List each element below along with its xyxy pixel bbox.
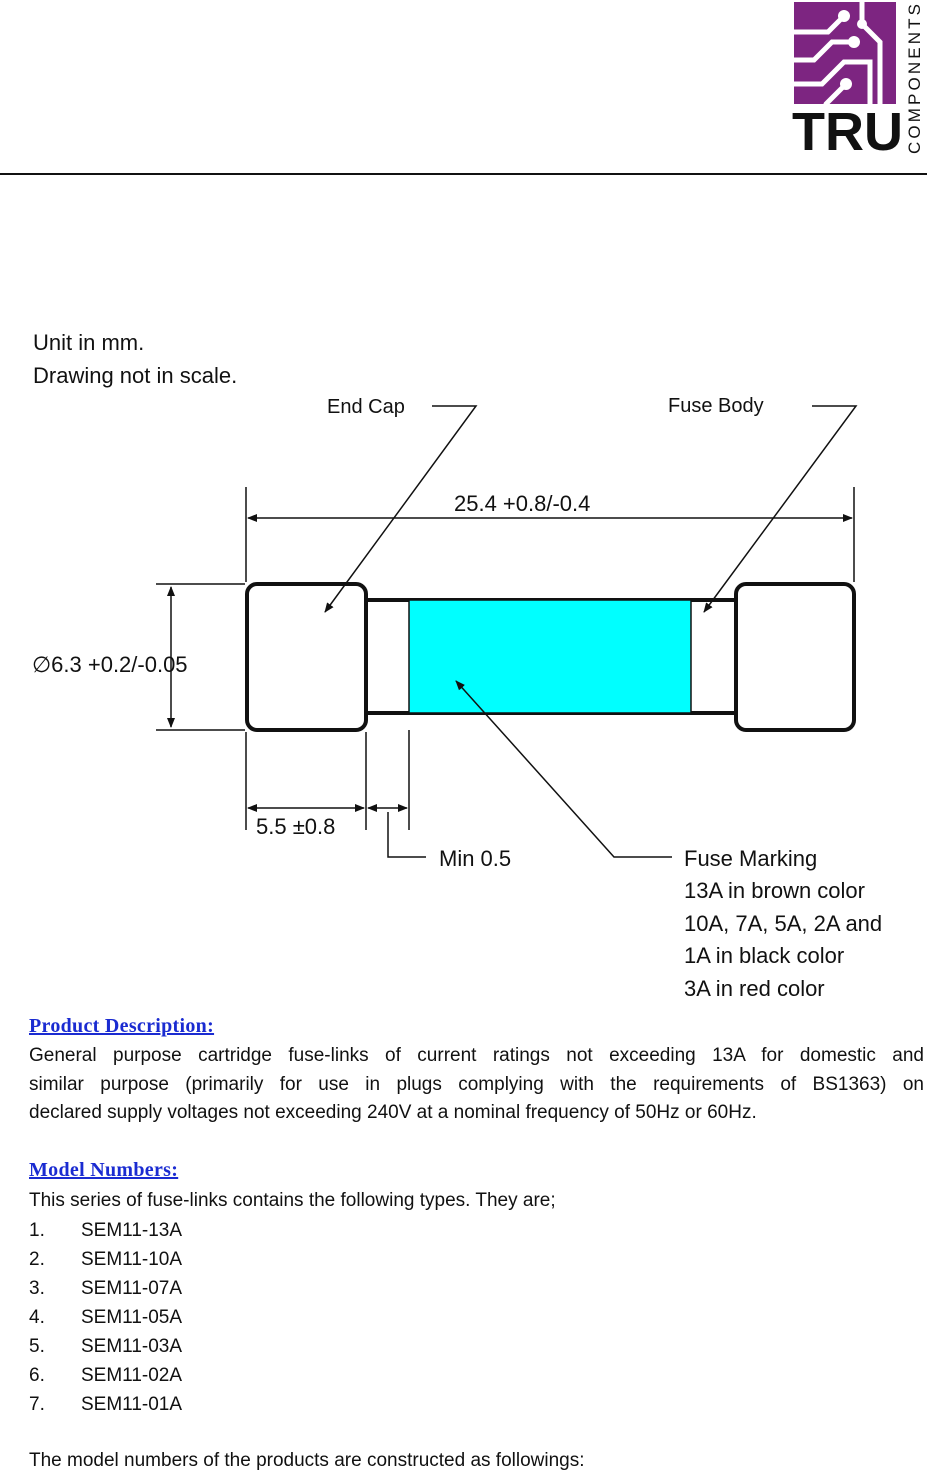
- fuse-body-leader: [703, 405, 858, 613]
- logo-text: TRU: [792, 102, 903, 154]
- list-item-model: SEM11-05A: [81, 1307, 183, 1328]
- marking-line: 13A in brown color: [684, 878, 865, 903]
- product-description-title: Product Description:: [29, 1015, 215, 1037]
- dim-min-label: Min 0.5: [439, 846, 511, 871]
- list-item: 4. SEM11-05A: [29, 1303, 182, 1332]
- list-item: 1. SEM11-13A: [29, 1216, 182, 1245]
- list-item: 2. SEM11-10A: [29, 1245, 182, 1274]
- list-item-number: 4.: [29, 1307, 45, 1328]
- list-item-number: 7.: [29, 1394, 45, 1415]
- fuse-dimension-drawing: Unit in mm. Drawing not in scale. End Ca…: [32, 330, 882, 1001]
- label-fuse-body: Fuse Body: [668, 395, 764, 417]
- tru-components-logo: TRU COMPONENTS: [791, 0, 924, 162]
- end-cap-left: [245, 582, 368, 732]
- list-item: 5. SEM11-03A: [29, 1332, 182, 1361]
- extension-lines: [156, 487, 855, 830]
- list-item: 3. SEM11-07A: [29, 1274, 182, 1303]
- model-numbers-title: Model Numbers:: [29, 1159, 179, 1181]
- description-line: similar purpose (primarily for use in pl…: [29, 1073, 924, 1095]
- fuse-marking-leader: [455, 680, 672, 858]
- end-cap-leader: [324, 405, 478, 613]
- note-unit: Unit in mm.: [33, 330, 144, 355]
- list-item-number: 6.: [29, 1365, 45, 1386]
- header-rule: [0, 173, 927, 175]
- list-item: 7. SEM11-01A: [29, 1390, 182, 1419]
- list-item-model: SEM11-07A: [81, 1278, 183, 1299]
- logo-side-text: COMPONENTS: [905, 4, 924, 154]
- model-numbers-intro: This series of fuse-links contains the f…: [29, 1190, 556, 1211]
- list-item-number: 1.: [29, 1220, 45, 1241]
- list-item-number: 2.: [29, 1249, 45, 1270]
- note-scale: Drawing not in scale.: [33, 363, 237, 388]
- min-leader: [387, 812, 426, 858]
- model-numbers-closing: The model numbers of the products are co…: [29, 1450, 585, 1471]
- list-item-model: SEM11-13A: [81, 1220, 183, 1241]
- circuit-icon: [791, 0, 883, 107]
- marking-line: 1A in black color: [684, 943, 844, 968]
- marking-line: Fuse Marking: [684, 846, 817, 871]
- dim-length-label: 25.4 +0.8/-0.4: [454, 491, 590, 516]
- dim-cap-label: 5.5 ±0.8: [256, 814, 335, 839]
- list-item-model: SEM11-03A: [81, 1336, 183, 1357]
- end-cap-right: [734, 582, 856, 732]
- list-item-number: 3.: [29, 1278, 45, 1299]
- fuse-marking-area: [408, 599, 692, 714]
- list-item-model: SEM11-02A: [81, 1365, 183, 1386]
- description-line: General purpose cartridge fuse-links of …: [29, 1045, 924, 1066]
- list-item-model: SEM11-01A: [81, 1394, 183, 1415]
- list-item-number: 5.: [29, 1336, 45, 1357]
- marking-line: 3A in red color: [684, 976, 825, 1001]
- model-list: 1. SEM11-13A 2. SEM11-10A 3. SEM11-07A 4. SE…: [29, 1216, 182, 1419]
- product-description-text: General purpose cartridge fuse-links of …: [29, 1042, 924, 1128]
- list-item-model: SEM11-10A: [81, 1249, 183, 1270]
- list-item: 6. SEM11-02A: [29, 1361, 182, 1390]
- marking-line: 10A, 7A, 5A, 2A and: [684, 911, 882, 936]
- label-end-cap: End Cap: [327, 396, 405, 418]
- dim-diameter-label: ∅6.3 +0.2/-0.05: [32, 652, 188, 677]
- description-line: declared supply voltages not exceeding 2…: [29, 1102, 757, 1123]
